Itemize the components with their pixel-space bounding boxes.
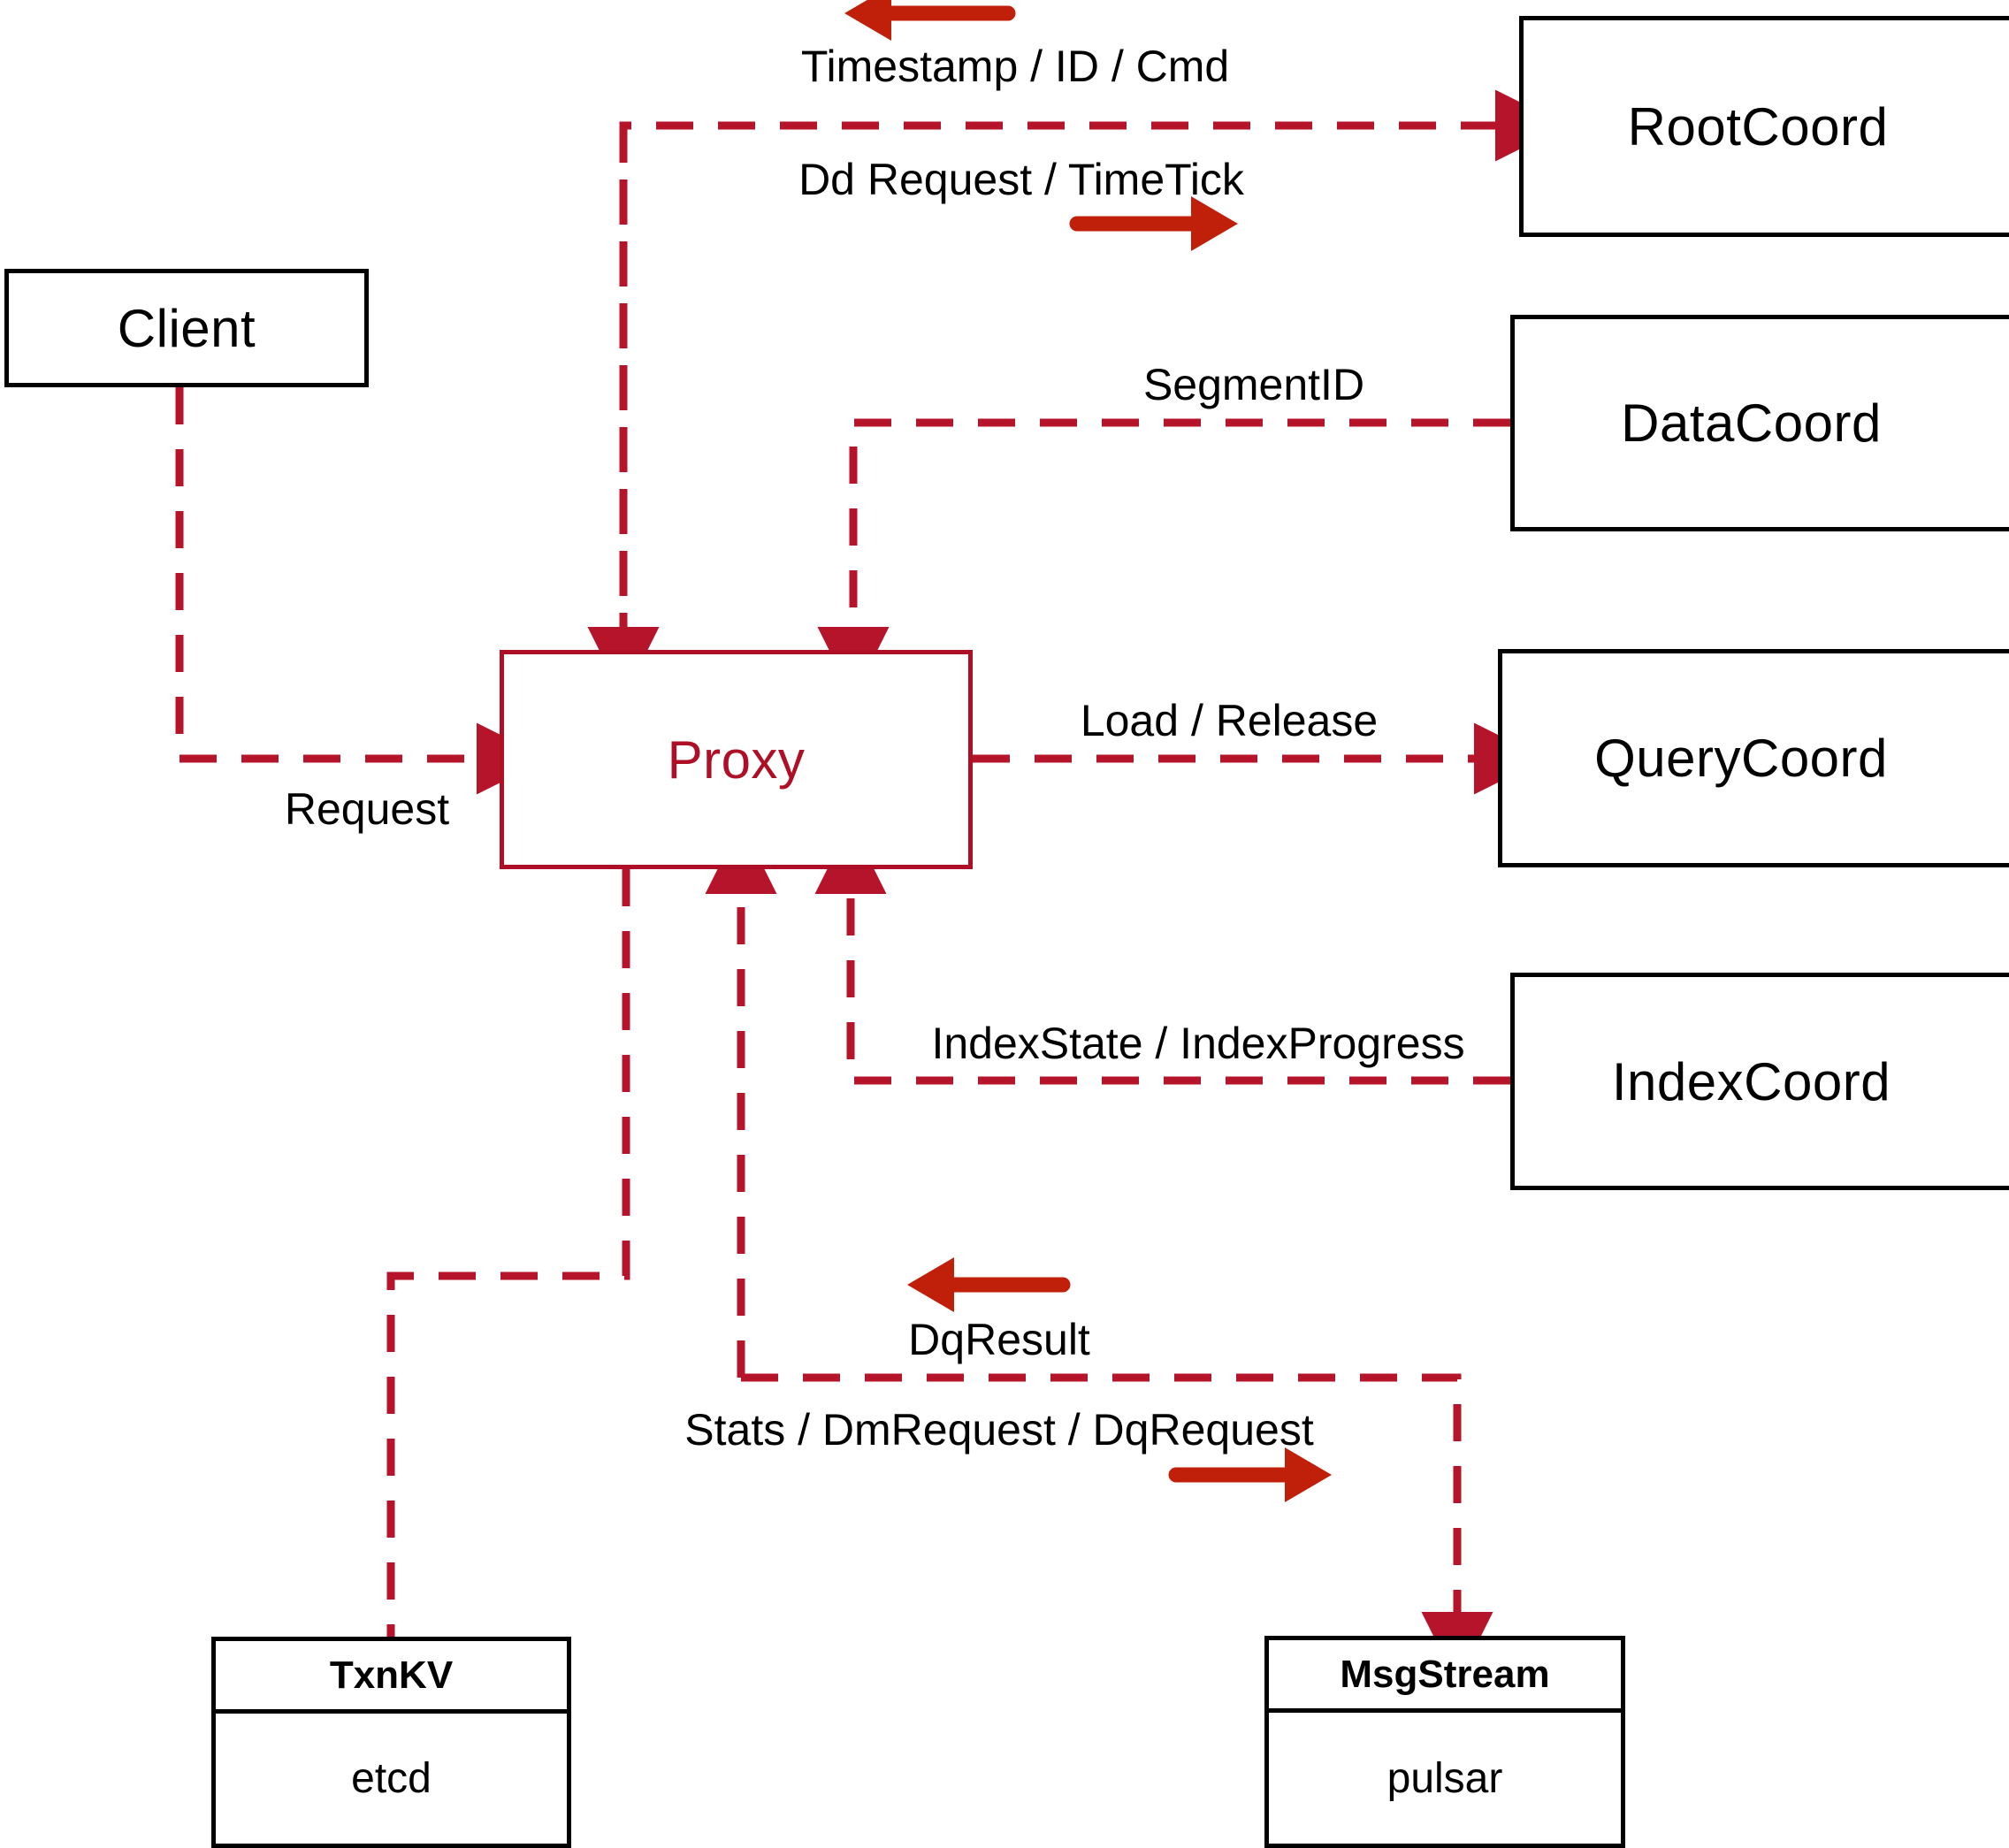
- edge-label-timestamp-id-cmd: Timestamp / ID / Cmd: [800, 42, 1230, 91]
- node-proxy[interactable]: Proxy: [500, 650, 973, 869]
- node-rootcoord-label: RootCoord: [1627, 96, 1889, 157]
- store-msgstream-header-label: MsgStream: [1340, 1652, 1550, 1696]
- store-msgstream-body-label: pulsar: [1386, 1754, 1503, 1802]
- edge-proxy-to-msgstream: [741, 1373, 1493, 1684]
- edge-datacoord-to-proxy: [817, 418, 1510, 699]
- node-rootcoord[interactable]: RootCoord: [1519, 16, 2009, 237]
- node-querycoord[interactable]: QueryCoord: [1498, 649, 2009, 867]
- edge-label-load-release: Load / Release: [1080, 696, 1379, 745]
- dqresult-direction-arrow: [907, 1257, 1071, 1312]
- edge-label-stats-dmrequest-dqrequest: Stats / DmRequest / DqRequest: [684, 1405, 1314, 1455]
- node-datacoord[interactable]: DataCoord: [1510, 315, 2009, 531]
- store-txnkv-body-label: etcd: [351, 1755, 432, 1802]
- store-txnkv-body: etcd: [216, 1714, 567, 1844]
- node-proxy-label: Proxy: [667, 729, 806, 790]
- edge-label-dqresult: DqResult: [908, 1315, 1090, 1364]
- edge-label-indexstate-indexprogress: IndexState / IndexProgress: [931, 1019, 1465, 1068]
- store-txnkv[interactable]: TxnKV etcd: [211, 1637, 571, 1848]
- store-msgstream-body: pulsar: [1269, 1713, 1621, 1844]
- node-indexcoord-label: IndexCoord: [1611, 1051, 1891, 1111]
- edge-label-segmentid: SegmentID: [1142, 360, 1365, 409]
- store-txnkv-header: TxnKV: [216, 1641, 567, 1714]
- node-indexcoord[interactable]: IndexCoord: [1510, 973, 2009, 1190]
- store-txnkv-header-label: TxnKV: [329, 1653, 454, 1697]
- node-client[interactable]: Client: [4, 269, 369, 387]
- node-querycoord-label: QueryCoord: [1594, 729, 1888, 788]
- node-datacoord-label: DataCoord: [1621, 393, 1882, 453]
- dd-request-timetick-direction-arrow: [1069, 196, 1238, 251]
- store-msgstream-header: MsgStream: [1269, 1640, 1621, 1713]
- edge-label-request: Request: [284, 784, 450, 834]
- edge-indexcoord-to-proxy: [814, 822, 1510, 1085]
- edge-client-to-proxy: [175, 387, 548, 795]
- timestamp-id-cmd-direction-arrow: [844, 0, 1016, 41]
- node-client-label: Client: [117, 298, 256, 358]
- edge-proxy-to-txnkv: [386, 869, 630, 1637]
- edge-label-dd-request-timetick: Dd Request / TimeTick: [798, 155, 1244, 204]
- store-msgstream[interactable]: MsgStream pulsar: [1264, 1636, 1625, 1848]
- stats-dmrequest-dqrequest-direction-arrow: [1168, 1447, 1332, 1502]
